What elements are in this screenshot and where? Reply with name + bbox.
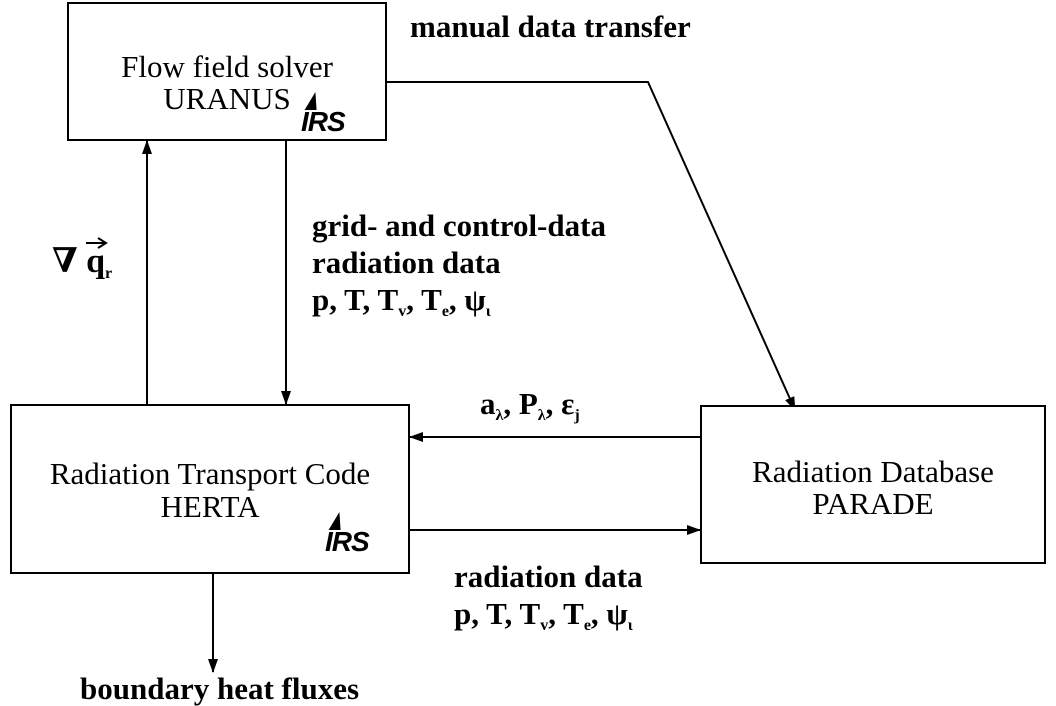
absorption-emission-label: aλ, Pλ, εj — [480, 386, 580, 425]
radiation-data-right-label: radiation data — [454, 559, 643, 594]
boundary-heat-fluxes-label: boundary heat fluxes — [80, 671, 360, 706]
herta-name: HERTA — [160, 489, 260, 524]
state-vars-right-label: p, T, Tv, Te, ψι — [454, 596, 633, 635]
herta-box: Radiation Transport Code HERTA IRS — [10, 404, 410, 574]
manual-transfer-label: manual data transfer — [410, 9, 691, 44]
irs-logo: IRS — [325, 512, 370, 557]
irs-logo-text: IRS — [325, 526, 370, 557]
vector-arrow-icon — [86, 237, 108, 249]
state-vars-down-label: p, T, Tv, Te, ψι — [312, 282, 491, 321]
manual-transfer-arrow — [387, 81, 796, 411]
parade-name: PARADE — [812, 486, 934, 521]
flow-solver-box: Flow field solver URANUS IRS — [67, 2, 387, 141]
radiative-flux-divergence-label: ∇ q r — [52, 237, 112, 291]
grid-control-label: grid- and control-data — [312, 208, 606, 243]
flow-solver-name: URANUS — [163, 81, 291, 116]
irs-logo: IRS — [301, 92, 346, 137]
parade-box: Radiation Database PARADE — [700, 405, 1046, 564]
herta-title: Radiation Transport Code — [49, 456, 371, 491]
irs-logo-text: IRS — [301, 106, 346, 137]
flow-solver-title: Flow field solver — [121, 49, 333, 84]
radiation-data-down-label: radiation data — [312, 245, 501, 280]
parade-title: Radiation Database — [752, 454, 994, 489]
